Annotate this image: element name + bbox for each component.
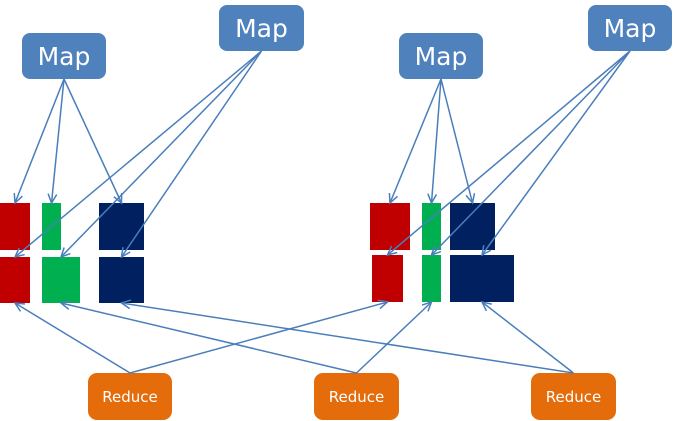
map-edge-arrow	[47, 78, 65, 205]
map-edge-arrow	[388, 78, 442, 205]
reduce-edge-arrow	[59, 300, 357, 374]
map-edge-arrow	[427, 78, 442, 205]
map-node-3: Map	[399, 33, 483, 79]
partition-block-right-bottom-green	[422, 255, 441, 302]
partition-block-right-top-red	[370, 203, 410, 250]
map-edge-arrow	[59, 50, 263, 259]
reduce-node-3: Reduce	[531, 373, 616, 420]
partition-block-right-top-green	[422, 203, 441, 250]
map-edge-arrow	[13, 78, 65, 205]
reduce-edge-arrow	[355, 300, 433, 374]
map-edge-arrow	[440, 78, 476, 205]
map-node-2: Map	[219, 5, 304, 51]
reduce-edge-arrow	[480, 300, 574, 374]
partition-block-left-bottom-navy	[99, 257, 144, 303]
reduce-edge-arrow	[13, 302, 131, 374]
partition-block-left-bottom-red	[0, 257, 30, 303]
partition-block-left-top-navy	[99, 203, 144, 250]
reduce-edge-arrow	[129, 299, 390, 374]
reduce-edge-arrow	[119, 299, 574, 374]
partition-block-left-top-green	[42, 203, 61, 250]
reduce-node-2: Reduce	[314, 373, 399, 420]
reduce-node-1: Reduce	[88, 373, 172, 420]
map-node-1: Map	[22, 33, 106, 79]
partition-block-left-top-red	[0, 203, 30, 250]
partition-block-right-bottom-red	[372, 255, 403, 302]
map-node-4: Map	[588, 5, 672, 51]
map-edge-arrow	[480, 50, 631, 257]
partition-block-left-bottom-green	[42, 257, 80, 303]
partition-block-right-top-navy	[450, 203, 495, 250]
partition-block-right-bottom-navy	[450, 255, 514, 302]
map-edge-arrow	[63, 78, 123, 205]
